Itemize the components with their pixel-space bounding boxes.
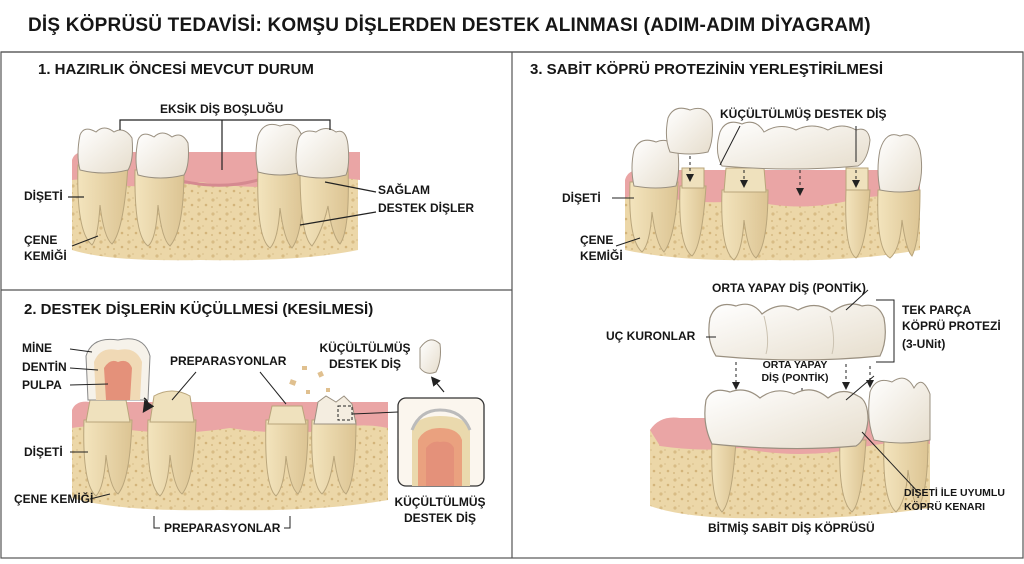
bridge-assembly [708,303,886,361]
bridge-bracket [876,299,895,363]
margin-label-1: DİŞETİ İLE UYUMLU [904,487,1005,499]
pulp-label: PULPA [22,378,62,392]
panel1-gum-label: DİŞETİ [24,189,63,203]
panel3-gum-label: DİŞETİ [562,191,601,205]
reduced-label-2: DESTEK DİŞ [328,357,401,371]
reduced-label-1: KÜÇÜLTÜLMÜŞ [319,341,411,355]
gap-label: EKSİK DİŞ BOŞLUĞU [160,102,284,116]
panel2-bone-label: ÇENE KEMİĞİ [14,492,94,506]
bridge-label-2: KÖPRÜ PROTEZİ [902,319,1001,333]
prep-label-bottom: PREPARASYONLAR [164,521,281,535]
panel3-bone-label-1: ÇENE [580,233,614,247]
bone-pointer-1 [71,235,99,247]
fragment-arrow [430,376,445,393]
abutment-label-1: SAĞLAM [378,183,430,197]
panel1-bone-label-1: ÇENE [24,233,58,247]
panel1-bone-label-2: KEMİĞİ [24,249,67,263]
dentin-label: DENTİN [22,360,67,374]
pontic-top-pointer [845,289,869,311]
reduced-pointer-a [719,125,741,166]
panel3-bone-label-2: KEMİĞİ [580,249,623,263]
prep-top-pointer-b [259,371,287,405]
inset-box [397,397,485,487]
crowns-label: UÇ KURONLAR [606,329,696,343]
panel1-title: 1. HAZIRLIK ÖNCESİ MEVCUT DURUM [38,61,314,78]
prep-label-top: PREPARASYONLAR [170,354,287,368]
zoom-marker [337,405,353,421]
tooth-cross-section [85,338,151,401]
removed-tooth-fragment [419,339,441,374]
margin-pointer [861,431,919,493]
enamel-pointer [69,348,93,353]
bridge-floating-top [665,107,871,170]
abutment-pointer-b [299,211,377,226]
dentin-pointer [69,367,99,371]
bridge-label-1: TEK PARÇA [902,303,972,317]
inset-label-2: DESTEK DİŞ [403,511,476,525]
rotate-arrow [142,397,155,413]
gap-bracket [119,119,331,130]
panel1-jaw [72,123,360,261]
panel2-title: 2. DESTEK DİŞLERİN KÜÇÜLLMESİ (KESİLMESİ… [24,301,374,318]
zoom-line [351,411,399,415]
bridge-label-3: (3-UNit) [902,337,946,351]
inset-label-1: KÜÇÜLTÜLMÜŞ [394,495,486,509]
prep-bottom-bracket-a [153,516,160,529]
prep-top-pointer-a [171,371,197,401]
panel3-title: 3. SABİT KÖPRÜ PROTEZİNİN YERLEŞTİRİLMES… [530,61,884,78]
pontic-mid-pointer [845,375,875,401]
abutment-label-2: DESTEK DİŞLER [378,201,475,215]
panel3-lower-jaw [650,377,931,519]
pontic-label-mid-1: ORTA YAPAY [762,359,828,371]
panel3-reduced-label: KÜÇÜLTÜLMÜŞ DESTEK DİŞ [720,107,887,121]
panel2-jaw [72,390,388,511]
pulp-pointer [69,383,109,386]
panel2-gum-label: DİŞETİ [24,445,63,459]
abutment-pointer-a [324,181,377,193]
margin-label-2: KÖPRÜ KENARI [904,501,986,513]
bone-pointer-2 [89,493,111,500]
page-title: DİŞ KÖPRÜSÜ TEDAVİSİ: KOMŞU DİŞLERDEN DE… [28,15,871,36]
bone-pointer-3 [615,237,641,247]
enamel-chips [289,366,330,394]
final-label: BİTMİŞ SABİT DİŞ KÖPRÜSÜ [708,521,875,535]
prep-bottom-bracket-b [284,516,291,529]
pontic-label-top: ORTA YAPAY DİŞ (PONTİK) [712,281,866,295]
panel3-upper-jaw [625,134,923,261]
enamel-label: MİNE [22,341,52,355]
pontic-label-mid-2: DİŞ (PONTİK) [761,372,829,384]
